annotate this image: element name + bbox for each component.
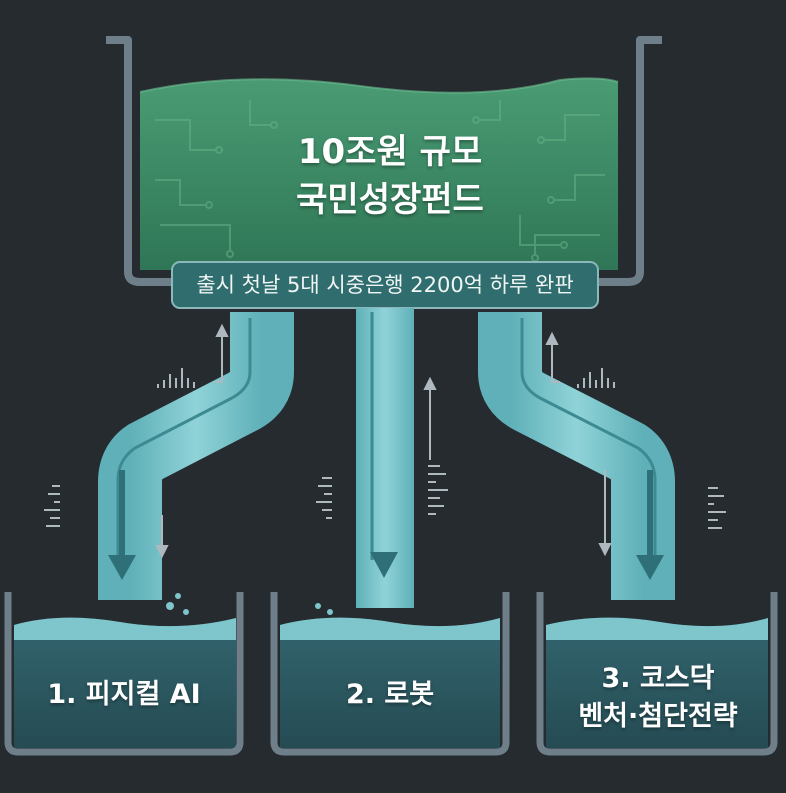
bucket-1 (4, 592, 244, 756)
bucket-2-label: 2. 로봇 (345, 679, 435, 710)
arrow-up-icon (215, 323, 229, 383)
bucket-3-label: 3. 코스닥 벤처·첨단전략 (543, 660, 773, 736)
arrow-down-icon (155, 515, 169, 559)
arrow-down-icon (598, 470, 612, 557)
tank-liquid (140, 78, 618, 271)
bucket-3 (536, 592, 778, 756)
pipe-left (98, 312, 294, 600)
sound-wave-icon (316, 477, 332, 519)
arrow-down-icon (370, 552, 398, 578)
sound-wave-icon (708, 487, 726, 529)
sound-wave-icon (157, 368, 195, 388)
arrow-up-icon (545, 331, 560, 383)
tank-title-line2: 국민성장펀드 (296, 180, 484, 220)
arrow-up-icon (423, 376, 437, 460)
tank-title: 10조원 규모 국민성장펀드 (150, 128, 630, 224)
circuit-pattern-icon (155, 100, 605, 262)
sound-wave-icon (44, 485, 60, 527)
bucket-2 (270, 592, 510, 756)
bucket-1-label: 1. 피지컬 AI (47, 679, 201, 710)
bucket-3-label-line2: 벤처·첨단전략 (578, 701, 738, 732)
pipe-right (478, 312, 675, 600)
tank-title-line1: 10조원 규모 (297, 132, 483, 172)
arrow-down-icon (108, 470, 136, 580)
sound-wave-icon (428, 465, 448, 515)
bucket-3-label-line1: 3. 코스닥 (601, 663, 715, 694)
sound-wave-icon (577, 368, 615, 388)
arrow-down-icon (636, 470, 664, 580)
banner-text: 출시 첫날 5대 시중은행 2200억 하루 완판 (196, 273, 574, 297)
